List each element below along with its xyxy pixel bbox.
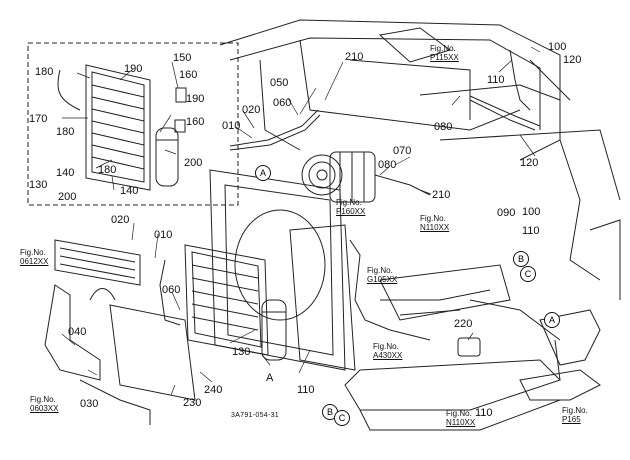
part-label-240: 240 <box>204 384 223 396</box>
part-label-210: 210 <box>432 189 451 201</box>
part-label-110: 110 <box>297 384 315 396</box>
inset-condenser <box>85 64 151 191</box>
part-label-190: 190 <box>186 93 205 105</box>
part-label-200: 200 <box>184 157 203 169</box>
part-label-090: 090 <box>497 207 516 219</box>
part-label-210: 210 <box>345 51 364 63</box>
marker-a-callout: A <box>266 372 274 384</box>
part-label-150: 150 <box>173 52 192 64</box>
compressor-hose <box>374 174 431 196</box>
part-label-100: 100 <box>548 41 567 53</box>
compressor <box>301 151 376 203</box>
part-label-110: 110 <box>522 225 540 237</box>
part-label-040: 040 <box>68 326 87 338</box>
figref-n110xx-bottom[interactable]: Fig.No.N110XX <box>446 409 476 427</box>
part-label-130: 130 <box>29 179 48 191</box>
part-label-060: 060 <box>162 284 181 296</box>
figref-0612xx[interactable]: Fig.No.0612XX <box>20 248 49 266</box>
figref-n110xx-top[interactable]: Fig.No.N110XX <box>420 214 450 232</box>
part-label-110: 110 <box>475 407 493 419</box>
part-label-010: 010 <box>222 120 241 132</box>
figref-0603xx[interactable]: Fig.No.0603XX <box>30 395 59 413</box>
marker-a-compressor: A <box>255 165 271 181</box>
ac-hoses-upper <box>229 49 571 151</box>
part-label-190: 190 <box>124 63 143 75</box>
part-label-010: 010 <box>154 229 173 241</box>
part-label-230: 230 <box>183 397 202 409</box>
part-label-080: 080 <box>378 159 397 171</box>
main-condenser <box>184 244 269 356</box>
marker-a-pedal: A <box>544 312 560 328</box>
part-label-180: 180 <box>98 164 117 176</box>
part-label-020: 020 <box>242 104 261 116</box>
part-label-180: 180 <box>35 66 54 78</box>
inset-hose <box>57 69 81 111</box>
figref-g105xx[interactable]: Fig.No.G105XX <box>367 266 398 284</box>
part-label-030: 030 <box>80 398 99 410</box>
part-label-050: 050 <box>270 77 289 89</box>
figref-p160xx[interactable]: Fig.No.P160XX <box>336 198 366 216</box>
marker-b-right: B <box>513 251 529 267</box>
drawing-code: 3A791-054-31 <box>231 412 279 419</box>
radiator-shroud <box>209 169 356 371</box>
main-receiver-drier <box>261 299 287 361</box>
part-label-020: 020 <box>111 214 130 226</box>
leader-lines <box>61 46 541 396</box>
part-label-100: 100 <box>522 206 541 218</box>
part-label-070: 070 <box>393 145 412 157</box>
part-label-200: 200 <box>58 191 77 203</box>
part-label-180: 180 <box>56 126 75 138</box>
ac-hoses-lower <box>159 239 491 341</box>
part-label-140: 140 <box>56 167 75 179</box>
part-label-170: 170 <box>29 113 48 125</box>
inset-receiver-drier <box>155 87 187 187</box>
part-label-120: 120 <box>563 54 582 66</box>
part-label-160: 160 <box>186 116 205 128</box>
marker-c-bottom: C <box>334 410 350 426</box>
figref-a430xx[interactable]: Fig.No.A430XX <box>373 342 403 360</box>
part-label-110: 110 <box>487 74 505 86</box>
inset-detail-box <box>27 42 239 206</box>
figref-p165[interactable]: Fig.No.P165 <box>562 406 588 424</box>
oil-cooler <box>54 239 141 286</box>
part-label-220: 220 <box>454 318 473 330</box>
part-label-140: 140 <box>120 185 139 197</box>
marker-c-right: C <box>520 266 536 282</box>
part-label-060: 060 <box>273 97 292 109</box>
part-label-120: 120 <box>520 157 539 169</box>
part-label-130: 130 <box>232 346 251 358</box>
part-label-160: 160 <box>179 69 198 81</box>
left-bracket <box>44 284 196 425</box>
figref-p115xx[interactable]: Fig.No.P115XX <box>430 44 459 62</box>
part-label-080: 080 <box>434 121 453 133</box>
cab-frame <box>219 19 621 300</box>
pedal-bracket <box>519 309 601 401</box>
floor-frame <box>344 264 561 431</box>
part-220-block <box>457 337 481 357</box>
